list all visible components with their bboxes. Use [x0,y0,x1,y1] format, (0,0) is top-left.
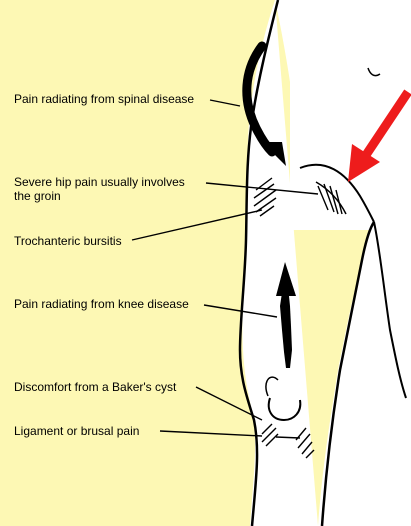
spine-arrow-head [262,142,286,166]
body-outline-other-leg [373,221,407,399]
knee-arrow-shaft [280,286,292,368]
label-ligament-pain: Ligament or brusal pain [14,424,140,438]
leader-trochanteric [131,209,263,241]
label-hip-pain-line2: the groin [14,189,61,203]
label-bakers-cyst: Discomfort from a Baker's cyst [14,380,177,394]
leader-bakers [195,386,263,421]
groin-crease-shadow [315,181,347,215]
red-arrow-shaft [360,89,411,161]
navel [367,67,381,77]
leader-knee [203,304,278,318]
leader-ligament-right [275,436,301,439]
label-knee-disease: Pain radiating from knee disease [14,297,189,311]
leader-lines [131,99,319,439]
label-trochanteric-bursitis: Trochanteric bursitis [14,234,122,248]
kneecap [267,397,302,422]
body-outline-left [238,0,280,526]
leader-hip [205,182,319,195]
red-arrow-head [348,144,380,182]
body-outline-inner-thigh [320,221,376,526]
leader-ligament [159,430,263,437]
knee-contour [265,376,279,397]
label-spinal-disease: Pain radiating from spinal disease [14,92,195,106]
leader-spinal [209,99,241,107]
hatching-groin [317,183,343,215]
knee-arrow-head [276,262,296,296]
label-hip-pain-line1: Severe hip pain usually involves [14,175,185,189]
groin-crease [299,163,375,223]
